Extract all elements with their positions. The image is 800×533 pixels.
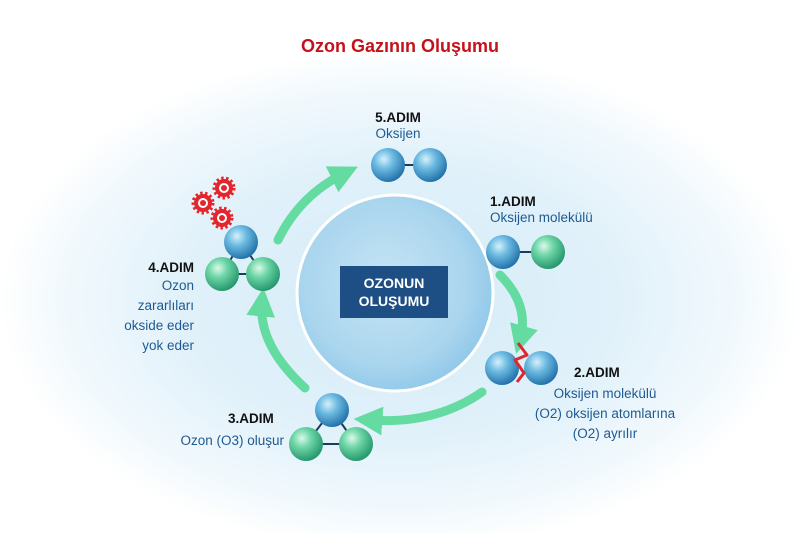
bond-break-icon: [513, 342, 529, 383]
step2-description-line: (O2) ayrılır: [572, 426, 638, 441]
step2-description-line: Oksijen molekülü: [553, 386, 657, 401]
center-label: OZONUN OLUŞUMU: [340, 266, 448, 318]
diagram-title: Ozon Gazının Oluşumu: [301, 36, 499, 56]
step2-description: Oksijen molekülü (O2) oksijen atomlarına…: [520, 384, 690, 444]
step4-description-line: zararlıları: [137, 298, 194, 313]
cycle-arrow-icon: [246, 287, 310, 393]
step4-description-line: Ozon: [161, 278, 194, 293]
step1-label: 1.ADIM: [490, 194, 536, 209]
pollutant-virus-icon: [212, 176, 236, 200]
step2-label: 2.ADIM: [574, 365, 620, 380]
step3-ozone-molecule: [289, 393, 373, 461]
pollutant-virus-icon: [191, 191, 215, 215]
pollutant-virus-icon: [210, 206, 234, 230]
cycle-arrow-icon: [495, 270, 538, 354]
step4-description-line: okside eder: [124, 318, 194, 333]
step4-ozone-molecule: [205, 225, 280, 291]
step2-split-molecule: [485, 342, 558, 385]
cycle-arrow-icon: [273, 166, 358, 245]
step5-oxygen-molecule: [371, 148, 447, 182]
step3-label: 3.ADIM: [228, 411, 274, 426]
step5-label: 5.ADIM: [375, 110, 421, 125]
step5-description: Oksijen: [375, 126, 421, 141]
step4-description: Ozon zararlıları okside eder yok eder: [100, 276, 194, 356]
cycle-arrow-icon: [353, 387, 487, 436]
step1-description: Oksijen molekülü: [490, 210, 593, 225]
step3-description: Ozon (O3) oluşur: [180, 433, 284, 448]
step4-label: 4.ADIM: [148, 260, 194, 275]
step1-oxygen-molecule: [486, 235, 565, 269]
step2-description-line: (O2) oksijen atomlarına: [534, 406, 676, 421]
step4-description-line: yok eder: [142, 338, 194, 353]
